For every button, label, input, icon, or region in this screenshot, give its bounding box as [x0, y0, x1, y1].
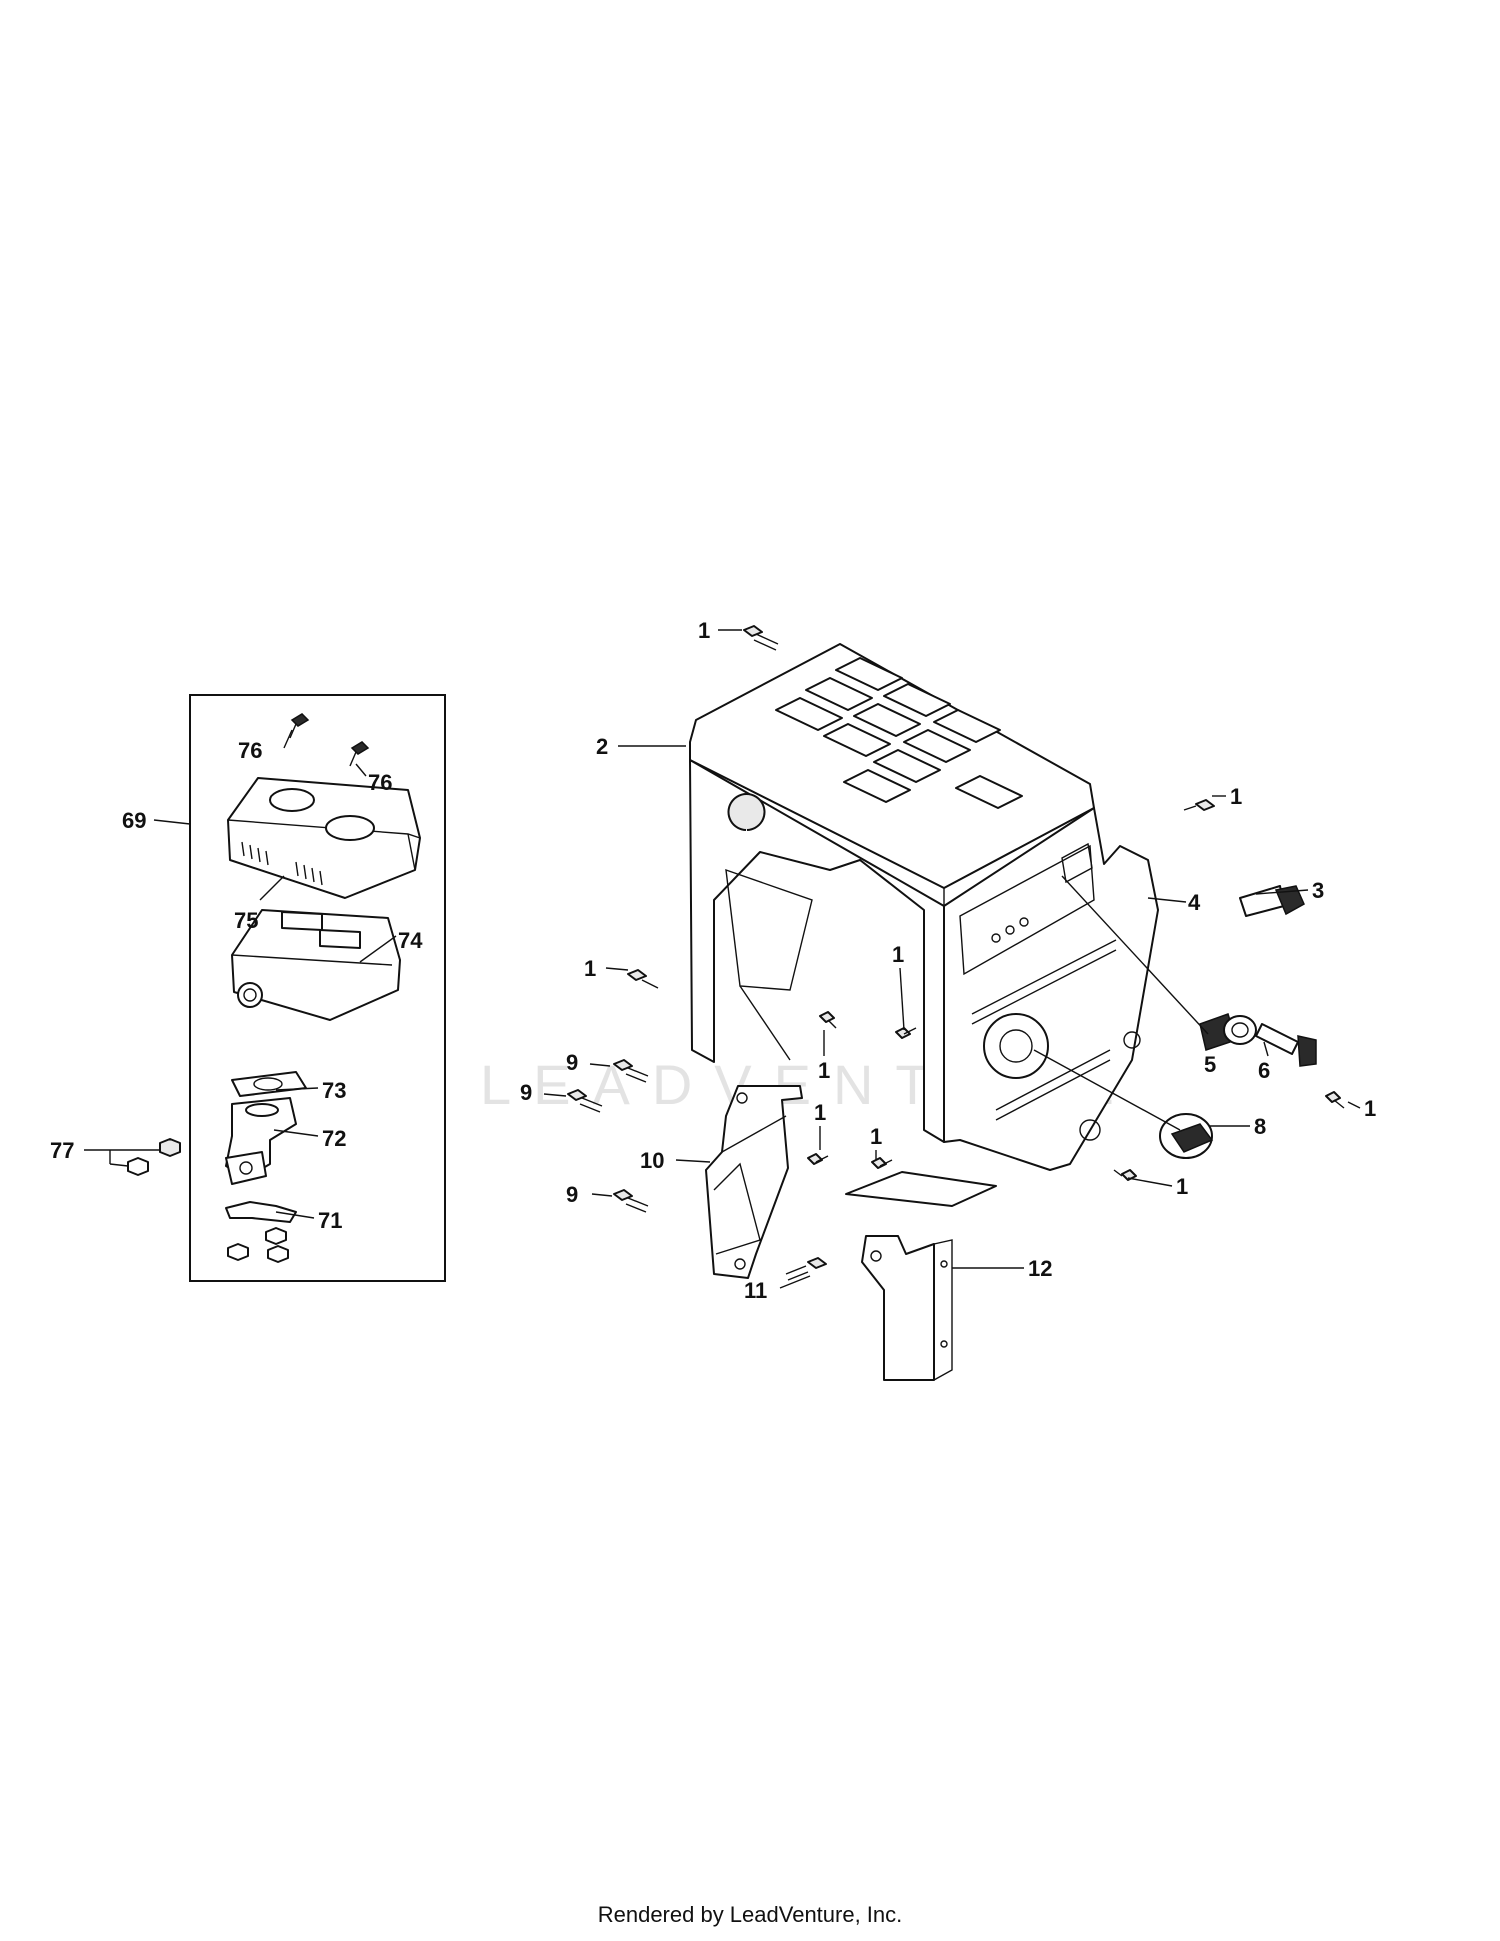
nuts [227, 1227, 289, 1263]
callout-11: 11 [744, 1278, 767, 1303]
callout-1-far-right: 1 [1364, 1096, 1376, 1121]
vent-slots [775, 657, 1023, 809]
ignition-switch-5 [1199, 1013, 1257, 1051]
screw-76-a [289, 713, 310, 739]
callout-labels: 1 2 1 3 4 1 1 1 5 6 1 8 9 9 9 10 1 1 1 1… [50, 618, 1376, 1303]
callout-1-top: 1 [698, 618, 710, 643]
muffler-guard-75 [227, 777, 421, 899]
bolt-9-b [567, 1089, 603, 1113]
gasket-73 [231, 1071, 307, 1097]
bolt-9-c [613, 1189, 649, 1213]
callout-75: 75 [234, 908, 258, 933]
callout-8: 8 [1254, 1114, 1266, 1139]
callout-1-right: 1 [1230, 784, 1242, 809]
callout-71: 71 [318, 1208, 342, 1233]
callout-1-mid: 1 [818, 1058, 830, 1083]
bolt-1-mid [819, 1011, 837, 1029]
bracket-12 [845, 1171, 997, 1381]
shroud-2 [689, 643, 1159, 1171]
callout-76-b: 76 [368, 770, 392, 795]
leader-lines [84, 629, 1361, 1289]
footer-credit: Rendered by LeadVenture, Inc. [597, 1902, 903, 1927]
callout-1-left: 1 [584, 956, 596, 981]
bolt-1-lower-a [807, 1153, 829, 1165]
callout-2: 2 [596, 734, 608, 759]
callout-1-inner: 1 [892, 942, 904, 967]
callout-77: 77 [50, 1138, 74, 1163]
choke-knob-6 [1255, 1023, 1317, 1067]
shield-10 [705, 1085, 803, 1279]
callout-69: 69 [122, 808, 146, 833]
callout-9-b: 9 [520, 1080, 532, 1105]
bolt-1-lower-c [1113, 1169, 1137, 1181]
bolt-11 [785, 1257, 827, 1281]
screw-76-b [349, 741, 370, 767]
bolt-1-right [1183, 799, 1215, 811]
bolt-9-a [613, 1059, 649, 1083]
callout-6: 6 [1258, 1058, 1270, 1083]
callout-3: 3 [1312, 878, 1324, 903]
callout-72: 72 [322, 1126, 346, 1151]
callout-73: 73 [322, 1078, 346, 1103]
bolt-1-inner [895, 1027, 917, 1039]
bolt-1-far-right [1325, 1091, 1345, 1109]
callout-1-lower-a: 1 [814, 1100, 826, 1125]
lock-plate-71 [225, 1201, 297, 1223]
callout-12: 12 [1028, 1256, 1052, 1281]
muffler-inset [189, 694, 446, 1282]
callout-9-c: 9 [566, 1182, 578, 1207]
callout-10: 10 [640, 1148, 664, 1173]
bolt-1-lower-b [871, 1157, 893, 1169]
bolt-1-top [743, 625, 779, 651]
callout-9-a: 9 [566, 1050, 578, 1075]
callout-76-a: 76 [238, 738, 262, 763]
fuel-cap-8 [1159, 1113, 1214, 1159]
nut-77 [127, 1138, 181, 1176]
callout-74: 74 [398, 928, 423, 953]
callout-5: 5 [1204, 1052, 1216, 1077]
callout-4: 4 [1188, 890, 1201, 915]
bolt-1-left [627, 969, 659, 989]
muffler-74 [231, 909, 401, 1021]
callout-1-lower-b: 1 [870, 1124, 882, 1149]
key-3 [1239, 885, 1305, 917]
exhaust-elbow-72 [225, 1097, 297, 1185]
callout-1-lower-c: 1 [1176, 1174, 1188, 1199]
